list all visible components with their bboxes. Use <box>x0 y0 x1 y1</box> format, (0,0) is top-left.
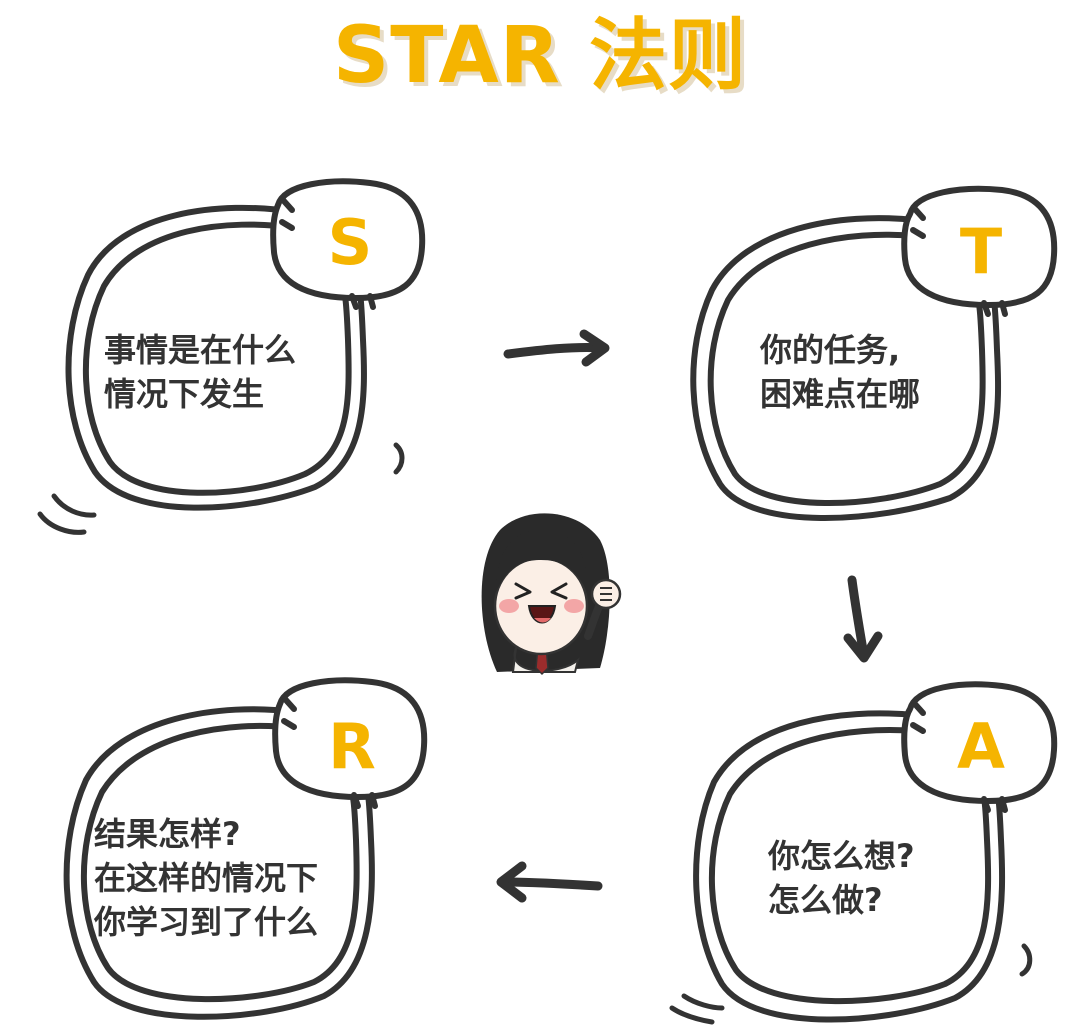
step-r-description: 结果怎样? 在这样的情况下 你学习到了什么 <box>94 812 318 944</box>
left-arrow <box>496 861 603 903</box>
step-r-line-3: 你学习到了什么 <box>94 903 319 941</box>
step-t-description: 你的任务, 困难点在哪 <box>760 328 920 416</box>
step-t-line-2: 困难点在哪 <box>760 375 921 413</box>
step-a-description: 你怎么想? 怎么做? <box>768 834 915 922</box>
step-r-line-1: 结果怎样? <box>94 815 241 853</box>
step-a-line-2: 怎么做? <box>768 881 883 919</box>
step-t-letter: T <box>959 215 1003 288</box>
step-s-description: 事情是在什么 情况下发生 <box>104 328 296 416</box>
down-arrow <box>843 575 883 663</box>
step-a-line-1: 你怎么想? <box>768 837 915 875</box>
page-title: STAR 法则 <box>333 11 747 101</box>
motion-marks-icon <box>37 493 97 535</box>
right-arrow <box>503 329 610 367</box>
step-a-letter: A <box>957 710 1005 783</box>
step-r-letter: R <box>328 710 376 783</box>
step-s-line-2: 情况下发生 <box>104 375 265 413</box>
step-t-line-1: 你的任务, <box>760 331 901 369</box>
step-s-line-1: 事情是在什么 <box>104 331 297 369</box>
step-r-line-2: 在这样的情况下 <box>94 859 319 897</box>
step-s-letter: S <box>327 206 373 279</box>
